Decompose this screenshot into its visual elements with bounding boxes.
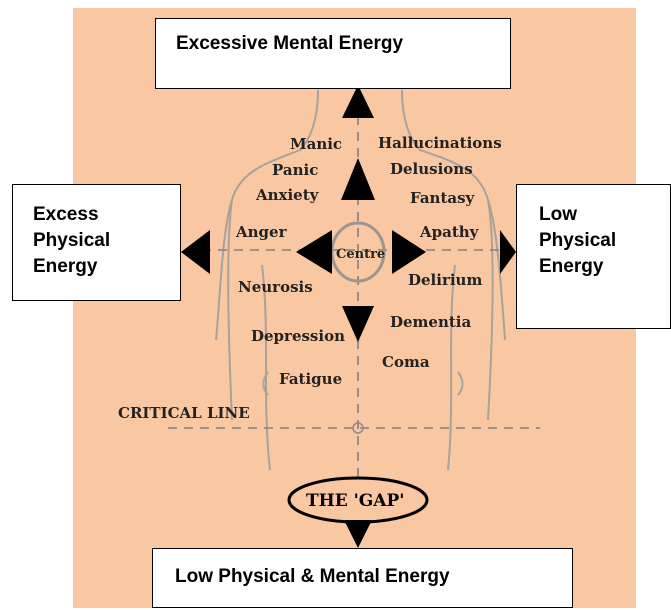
label-coma: Coma: [382, 353, 430, 371]
gap-ellipse: [287, 476, 429, 524]
excess-physical-energy-box: Excess Physical Energy: [12, 184, 181, 301]
label-manic: Manic: [290, 135, 342, 153]
label-anger: Anger: [235, 223, 288, 241]
body-outline: [215, 89, 506, 471]
label-dementia: Dementia: [390, 313, 471, 331]
excessive-mental-energy-label: Excessive Mental Energy: [176, 33, 404, 54]
label-fatigue: Fatigue: [279, 370, 342, 388]
arrow-up-icon: [341, 158, 375, 200]
low-physical-energy-label: Low Physical Energy: [539, 204, 617, 277]
dashed-axes: [168, 100, 540, 480]
arrow-far-right-icon: [500, 230, 516, 274]
critical-marker: [352, 422, 364, 434]
arrow-bottom-icon: [344, 520, 372, 548]
label-apathy: Apathy: [419, 223, 480, 241]
low-physical-mental-energy-label: Low Physical & Mental Energy: [175, 566, 450, 587]
excessive-mental-energy-box: Excessive Mental Energy: [155, 18, 511, 89]
label-neurosis: Neurosis: [238, 278, 313, 296]
arrow-down-icon: [342, 306, 374, 342]
label-delirium: Delirium: [408, 271, 482, 289]
arrows: [181, 85, 516, 548]
excess-physical-energy-label: Excess Physical Energy: [33, 204, 111, 277]
label-gap: THE 'GAP': [306, 491, 405, 511]
arrow-far-left-icon: [181, 230, 210, 274]
arrow-right-icon: [392, 230, 426, 274]
low-physical-energy-box: Low Physical Energy: [516, 184, 671, 329]
label-depression: Depression: [251, 327, 345, 345]
label-anxiety: Anxiety: [255, 186, 320, 204]
arrow-left-icon: [296, 230, 332, 274]
label-hallucinations: Hallucinations: [378, 134, 502, 152]
label-critical-line: CRITICAL LINE: [118, 404, 250, 422]
label-centre: Centre: [336, 247, 385, 262]
label-panic: Panic: [272, 161, 318, 179]
label-delusions: Delusions: [390, 160, 473, 178]
arrow-top-icon: [342, 85, 374, 118]
low-physical-mental-energy-box: Low Physical & Mental Energy: [152, 548, 573, 608]
label-fantasy: Fantasy: [410, 189, 476, 207]
